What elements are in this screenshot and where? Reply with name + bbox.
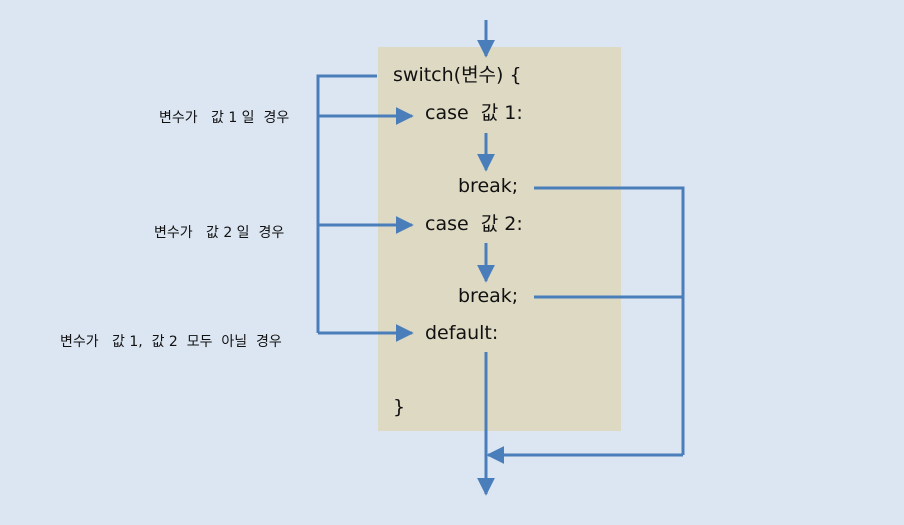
condition-label-3: 변수가 값 1, 값 2 모두 아닐 경우	[60, 334, 282, 350]
break2-line: break;	[458, 285, 519, 307]
condition-label-2: 변수가 값 2 일 경우	[154, 225, 285, 241]
case1-line: case 값 1:	[425, 102, 523, 124]
default-line: default:	[425, 322, 499, 344]
break1-exit	[534, 186, 685, 455]
closing-brace: }	[393, 396, 406, 418]
condition-label-1: 변수가 값 1 일 경우	[159, 110, 290, 126]
dispatch-bus	[316, 74, 377, 333]
switch-line: switch(변수) {	[393, 64, 522, 86]
case2-line: case 값 2:	[425, 213, 523, 235]
code-block-background	[378, 47, 621, 431]
break1-line: break;	[458, 175, 519, 197]
